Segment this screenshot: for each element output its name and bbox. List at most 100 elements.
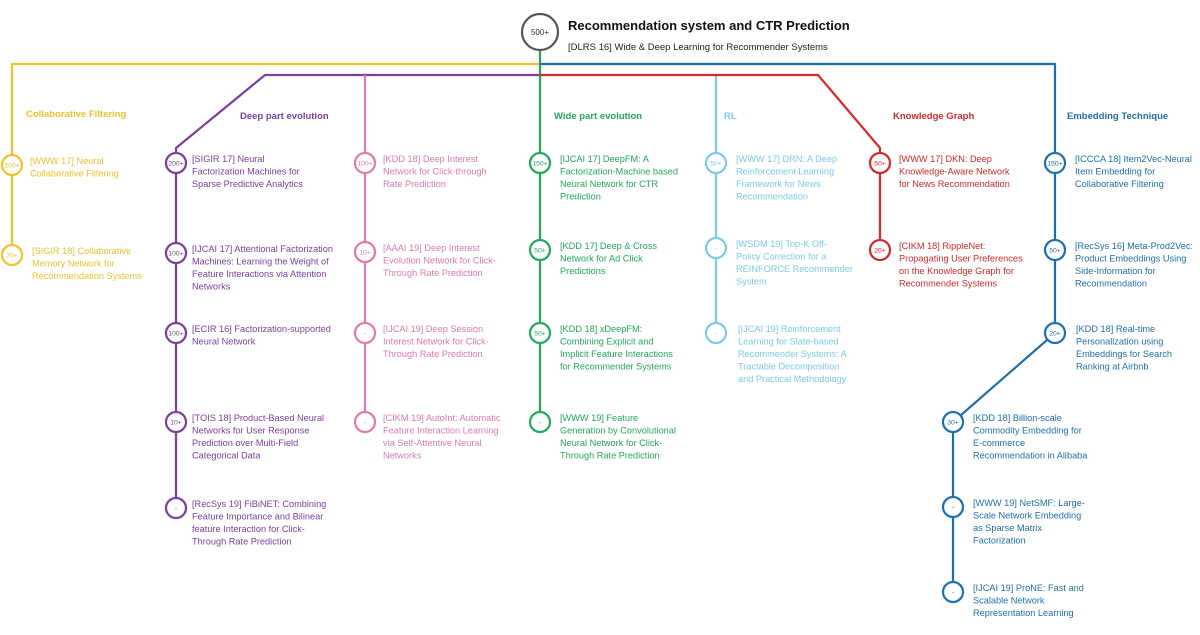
paper-title-line: [SIGIR 17] Neural [192,154,265,164]
citation-circle [704,321,728,345]
paper-title-line: [TOIS 18] Product-Based Neural [192,413,324,423]
paper-title-line: Recommendation [1075,279,1147,289]
paper-title: [CIKM 18] RippleNet:Propagating User Pre… [899,241,1023,289]
paper-title-line: [IJCAI 17] Attentional Factorization [192,244,333,254]
citation-circle [941,410,965,434]
citation-circle [164,410,188,434]
citation-circle [353,321,377,345]
citation-circle [164,151,188,175]
citation-count: 200+ [4,163,19,170]
citation-circle [941,495,965,519]
citation-circle [353,410,377,434]
citation-count: 10+ [170,420,182,427]
citation-count: - [364,331,366,338]
citation-circle [528,321,552,345]
paper-title-line: REINFORCE Recommender [736,264,853,274]
paper-title-line: System [736,277,767,287]
paper-title-line: [KDD 18] Real-time [1076,324,1155,334]
branch-label: Wide part evolution [554,111,642,122]
paper-title-line: [SIGIR 18] Collaborative [32,246,131,256]
paper-title-line: Factorization-Machine based [560,167,678,177]
paper-title-line: [WWW 17] DKN: Deep [899,154,992,164]
citation-circle [1043,151,1067,175]
root-node-group: 500+ Recommendation system and CTR Predi… [520,12,850,53]
citation-circle [528,151,552,175]
paper-title-line: Representation Learning [973,608,1074,618]
paper-title: [WWW 19] NetSMF: Large-Scale Network Emb… [973,498,1085,546]
paper-title-line: Prediction [560,192,601,202]
paper-title-line: [WSDM 19] Top-K Off- [736,239,827,249]
paper-title-line: for Recommender Systems [560,362,672,372]
paper-title-line: Machines: Learning the Weight of [192,257,329,267]
paper-title-line: [RecSys 16] Meta-Prod2Vec: [1075,241,1193,251]
citation-count: - [715,246,717,253]
paper-title-line: Combining Explicit and [560,337,653,347]
citation-circle [528,238,552,262]
citation-circle [868,151,892,175]
paper-title-line: [IJCAI 19] ProNE: Fast and [973,583,1084,593]
paper-title-line: [IJCAI 19] Deep Session [383,324,483,334]
paper-title-line: Personalization using [1076,337,1163,347]
citation-count: 200+ [168,161,183,168]
citation-circle [1043,321,1067,345]
branch-label: Knowledge Graph [893,111,974,122]
paper-title-line: Collaborative Filtering [1075,179,1164,189]
paper-title-line: [WWW 19] NetSMF: Large- [973,498,1085,508]
paper-title-line: Network for Click-through [383,167,487,177]
paper-title-line: Feature Interaction Learning [383,426,498,436]
paper-title-line: [WWW 19] Feature [560,413,638,423]
paper-title-line: Recommender Systems [899,279,997,289]
branch-label: RL [724,111,737,122]
citation-count: 150+ [532,161,547,168]
branch-wide-part-evolution: Wide part evolution 150+[IJCAI 17] DeepFM… [528,111,678,461]
citation-circle [704,236,728,260]
paper-title-line: [ICCCA 18] Item2Vec-Neural [1075,154,1192,164]
paper-title-line: [RecSys 19] FiBiNET: Combining [192,499,326,509]
branch-label: Collaborative Filtering [26,109,126,120]
citation-count: 50+ [710,161,722,168]
paper-title-line: Recommendation Systems [32,271,142,281]
paper-title-line: Neural Network for Click- [560,438,662,448]
citation-count: - [952,590,954,597]
citation-circle [1043,238,1067,262]
paper-title-line: Generation by Convolutional [560,426,676,436]
paper-title-line: [WWW 17] DRN: A Deep [736,154,837,164]
paper-title-line: Recommendation [736,192,808,202]
paper-title-line: Predictions [560,266,606,276]
paper-title-line: Embeddings for Search [1076,349,1172,359]
paper-node: 100+[IJCAI 17] Attentional Factorization… [164,241,333,292]
paper-title-line: Memory Network for [32,259,115,269]
citation-circle [704,151,728,175]
paper-title-line: Networks for User Response [192,426,309,436]
paper-title-line: Learning for Slate-based [738,337,839,347]
citation-count: 100+ [168,331,183,338]
citation-count: 20+ [6,253,18,260]
paper-node: 50+[RecSys 16] Meta-Prod2Vec:Product Emb… [1043,238,1193,289]
paper-title-line: Feature Importance and Bilinear [192,512,323,522]
paper-title-line: Network for Ad Click [560,254,643,264]
citation-circle [353,151,377,175]
